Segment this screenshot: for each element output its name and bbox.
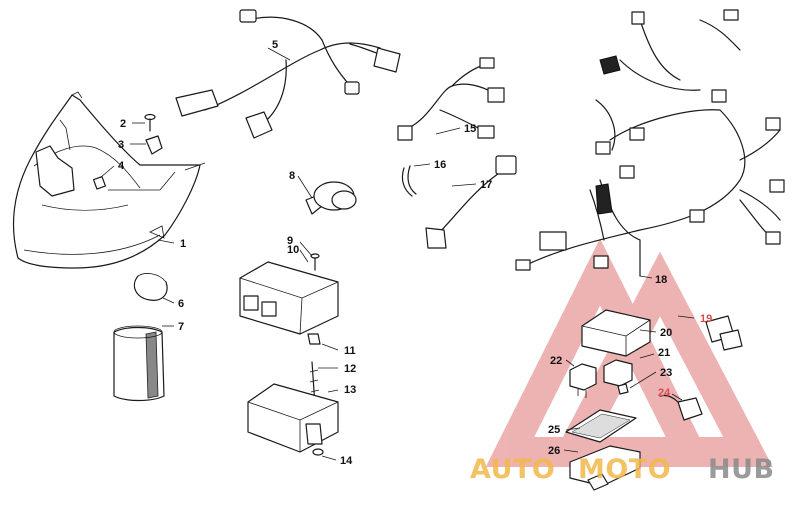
callout-11: 11 — [344, 345, 356, 357]
watermark-moto: MOTO — [578, 454, 671, 485]
screw-2 — [144, 113, 156, 132]
wire-16 — [401, 165, 417, 197]
callout-25: 25 — [548, 424, 560, 436]
callout-16: 16 — [434, 159, 446, 171]
watermark-triangle-logo — [485, 238, 773, 467]
sensor-harness-17 — [425, 155, 517, 249]
screw-9 — [310, 253, 320, 271]
harness-15 — [397, 57, 505, 141]
callout-17: 17 — [480, 179, 492, 191]
callout-8: 8 — [289, 170, 295, 182]
fuse-23 — [617, 383, 629, 395]
sleeve-7 — [113, 325, 165, 402]
headlight-cowl — [12, 91, 206, 269]
callout-3: 3 — [118, 139, 124, 151]
callout-15: 15 — [464, 123, 476, 135]
connector-24 — [659, 394, 703, 421]
watermark-auto: AUTO — [470, 454, 555, 485]
callout-5: 5 — [272, 39, 278, 51]
callout-4: 4 — [118, 160, 125, 172]
callout-12: 12 — [344, 363, 356, 375]
headlight-harness — [175, 9, 401, 139]
callout-numbers: 1234567891011121314151617181920212223242… — [118, 39, 712, 467]
callout-2: 2 — [120, 118, 126, 130]
callout-20: 20 — [660, 327, 672, 339]
ring-6 — [133, 273, 168, 301]
callout-19: 19 — [700, 313, 712, 325]
callout-6: 6 — [178, 298, 184, 310]
relay-box-20 — [581, 309, 651, 357]
callout-23: 23 — [660, 367, 672, 379]
callout-10: 10 — [287, 244, 299, 256]
module-13 — [247, 383, 339, 453]
watermark-hub: HUB — [708, 454, 775, 485]
callout-7: 7 — [178, 321, 184, 333]
relay-21 — [603, 359, 633, 387]
callout-9: 9 — [287, 235, 293, 247]
callout-22: 22 — [550, 355, 562, 367]
clip-3 — [145, 135, 163, 155]
watermark-text: AUTO MOTO HUB — [470, 454, 775, 485]
callout-18: 18 — [655, 274, 667, 286]
callout-1: 1 — [180, 238, 186, 250]
main-harness-18 — [515, 9, 785, 277]
fuse-block-25-26 — [565, 409, 641, 491]
callout-14: 14 — [340, 455, 353, 467]
screw-14 — [312, 448, 324, 456]
connector-19 — [705, 315, 743, 351]
callout-26: 26 — [548, 445, 560, 457]
relay-22 — [569, 363, 597, 398]
washer-11 — [307, 333, 321, 345]
buzzer-8 — [305, 181, 357, 215]
leader-lines — [99, 47, 695, 461]
callout-21: 21 — [658, 347, 670, 359]
callout-24: 24 — [658, 387, 671, 399]
clip-4 — [92, 175, 107, 190]
callout-13: 13 — [344, 384, 356, 396]
ecu-module-10 — [239, 261, 339, 335]
